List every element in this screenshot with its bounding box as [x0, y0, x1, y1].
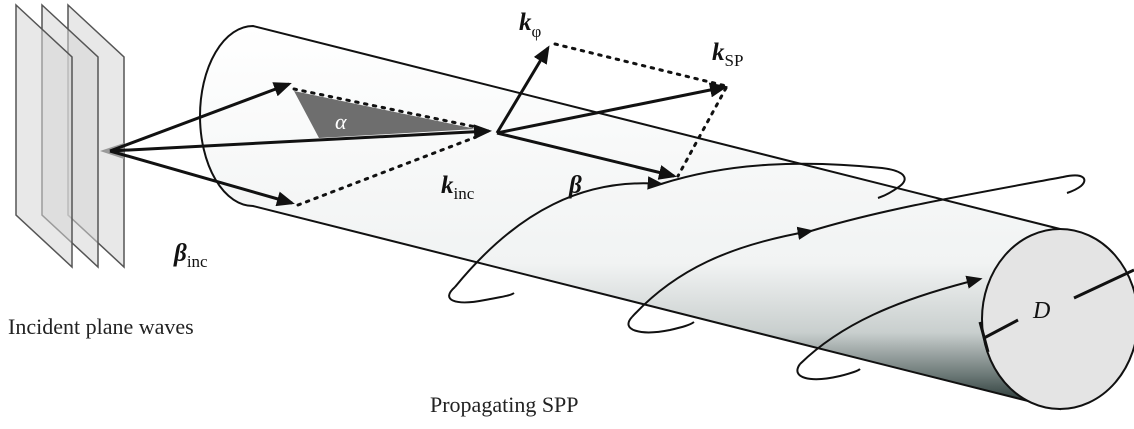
helix-1: [448, 162, 906, 304]
cylinder-body: [199, 24, 1071, 411]
helix-2: [627, 174, 1086, 334]
beta-label: β: [568, 172, 582, 199]
k-sp-arrow: [496, 82, 728, 135]
propagating-caption: Propagating SPP: [430, 392, 579, 417]
incident-ray-lower: [109, 149, 295, 207]
dotted-line-top: [553, 42, 728, 88]
k-sp-label: kSP: [712, 39, 743, 70]
k-inc-label: kinc: [441, 172, 475, 203]
incident-caption: Incident plane waves: [8, 314, 194, 339]
beta-inc-label: βinc: [173, 240, 208, 271]
k-phi-arrow: [495, 45, 550, 134]
dotted-line-upper: [292, 87, 478, 129]
dotted-line-right: [676, 86, 728, 178]
diameter-label: D: [1032, 298, 1050, 324]
diameter-marker: [978, 268, 1134, 353]
k-phi-label: kφ: [519, 9, 542, 41]
beta-arrow: [496, 131, 677, 180]
incident-planes: [15, 3, 125, 269]
incident-ray-middle: [109, 124, 492, 153]
alpha-wedge: [294, 91, 476, 138]
alpha-label: α: [335, 109, 347, 134]
helix-3: [796, 275, 983, 381]
incident-ray-upper: [109, 82, 292, 153]
plane-1: [15, 3, 73, 269]
cylinder: [199, 24, 1134, 411]
cylinder-end-cap: [981, 228, 1134, 410]
